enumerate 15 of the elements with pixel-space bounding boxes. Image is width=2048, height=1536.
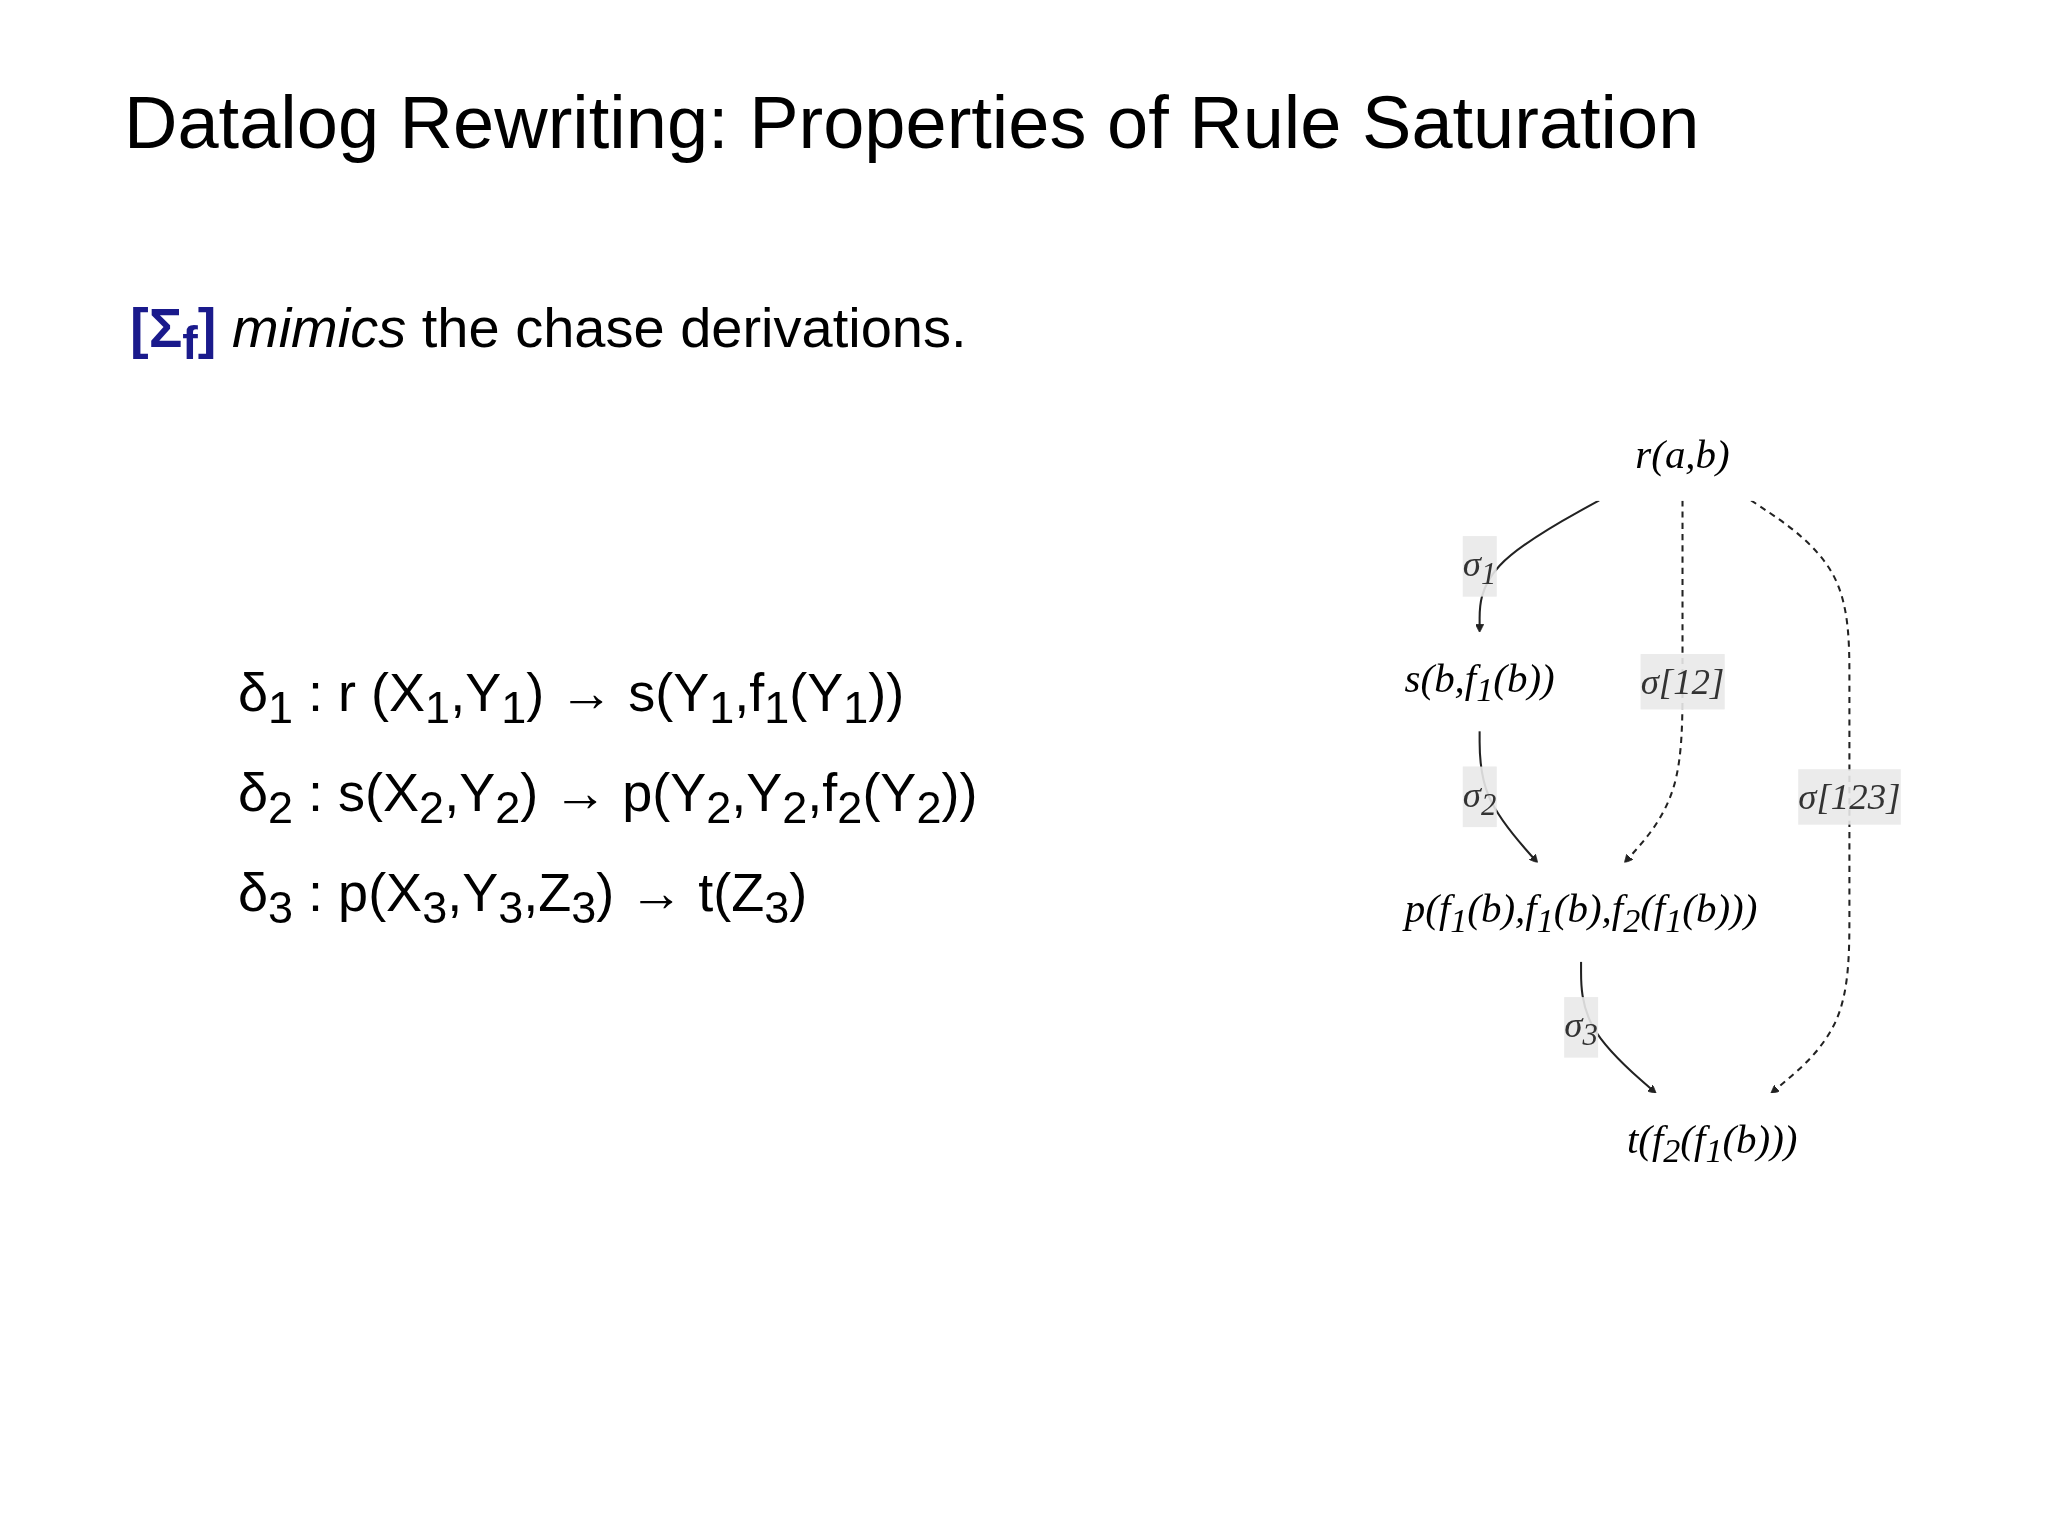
edge-label: σ[12]	[1640, 661, 1725, 703]
edge-label: σ$_{3}$	[1564, 1004, 1598, 1052]
edge-label: σ$_{2}$	[1462, 773, 1497, 822]
edge-label: σ[123]	[1798, 776, 1901, 818]
node-text: s(b,f$_{1}$(b))	[1404, 655, 1555, 709]
rule-text: δ$_{1}$ : r (X$_{1}$,Y$_{1}$) → s(Y$_{1}$,f$_{1}$(Y$_{1}$))	[238, 661, 906, 735]
edge-label: σ$_{1}$	[1462, 543, 1497, 591]
slide-title: Datalog Rewriting: Properties of Rule Saturation	[124, 80, 1700, 165]
bullet-text: [Σ$_{f}$] mimics the chase derivations.	[130, 295, 967, 371]
arrow	[1750, 499, 1851, 1094]
rule-text: δ$_{2}$ : s(X$_{2}$,Y$_{2}$) → p(Y$_{2}$,Y$_{2}$,f$_{2}$(Y$_{2}$))	[238, 760, 978, 835]
node-text: p(f$_{1}$(b),f$_{1}$(b),f$_{2}$(f$_{1}$(b)))	[1404, 885, 1758, 939]
rule-text: δ$_{3}$ : p(X$_{3}$,Y$_{3}$,Z$_{3}$) → t(Z$_{3}$)	[238, 860, 809, 935]
node-text: r(a,b)	[1635, 430, 1730, 477]
node-text: t(f$_{2}$(f$_{1}$(b)))	[1626, 1116, 1798, 1170]
